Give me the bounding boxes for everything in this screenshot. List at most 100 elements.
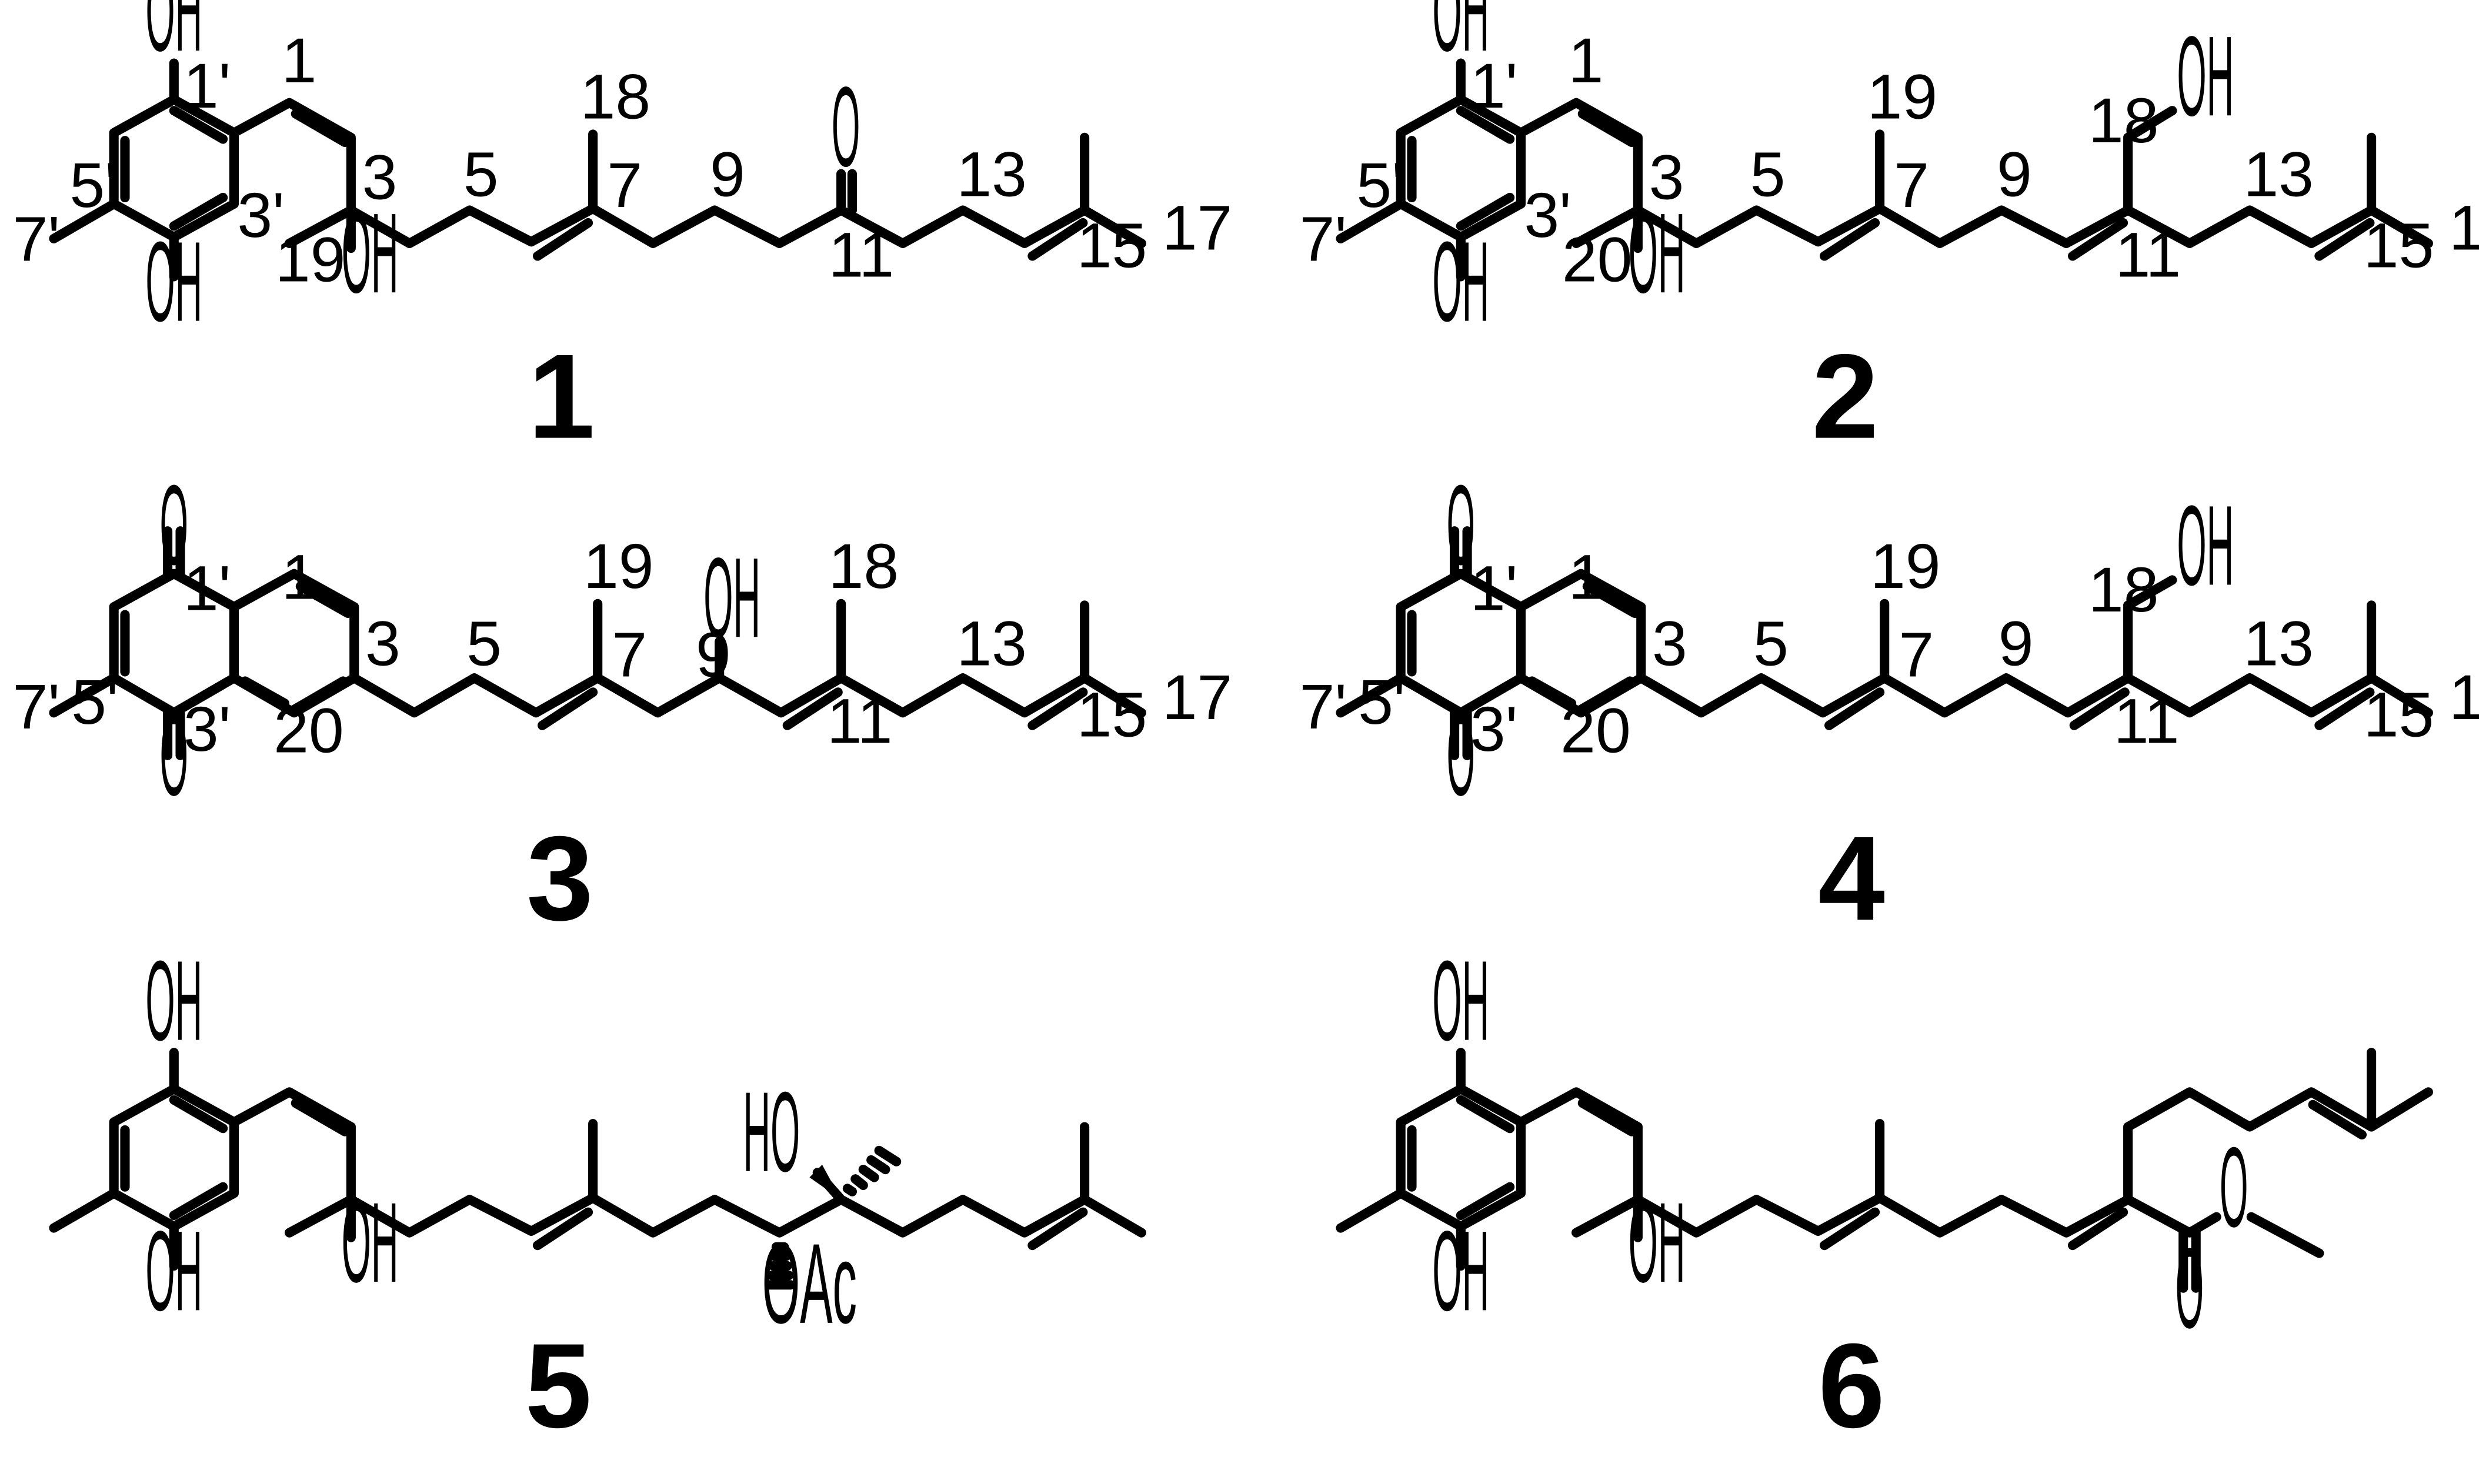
position-label: 5': [71, 667, 118, 737]
atom-label-oh-bottom: OH: [1432, 1208, 1489, 1335]
position-label: 5: [1750, 139, 1786, 209]
position-label: 19: [1870, 531, 1941, 601]
position-label: 5: [466, 609, 502, 679]
position-label: 20: [273, 695, 344, 766]
position-label: 5': [1356, 150, 1403, 220]
position-label: 5': [69, 150, 116, 220]
position-label: 5: [463, 139, 499, 209]
position-label: 17: [1162, 193, 1233, 263]
compound-number: 2: [1812, 330, 1879, 464]
atom-label-o-bottom: O: [160, 693, 188, 820]
position-label: 11: [829, 219, 895, 290]
atom-label-oh-top: OH: [145, 938, 202, 1065]
position-label: 7': [13, 204, 60, 275]
position-label: 3: [1652, 609, 1687, 679]
position-label: 1: [282, 542, 317, 613]
atom-label-oh-c3: OH: [1629, 1179, 1686, 1306]
atom-label-o-bottom: O: [1447, 693, 1475, 820]
compound-3: O O OH 1' 1 5' 7' 3' 20 3 5 19 7 9 18 11…: [13, 462, 1233, 946]
position-label: 3: [365, 609, 401, 679]
position-label: 19: [583, 531, 654, 601]
position-label: 18: [2088, 85, 2159, 156]
position-label: 7': [1300, 671, 1347, 742]
position-label: 7: [607, 150, 642, 220]
atom-label-oh-c9: OH: [703, 534, 760, 661]
position-label: 3: [1649, 142, 1684, 213]
position-label: 7: [612, 619, 647, 690]
position-label: 3: [362, 142, 398, 213]
position-label: 11: [2116, 219, 2181, 290]
atom-label-ho: HO: [743, 1069, 800, 1196]
position-label: 3': [1470, 694, 1517, 764]
atom-label-o-carbonyl: O: [2176, 1225, 2204, 1352]
position-label: 3': [237, 180, 284, 250]
position-label: 7': [1300, 204, 1347, 275]
atom-label-o-top: O: [160, 462, 188, 589]
position-label: 7: [1899, 619, 1934, 690]
position-label: 11: [2114, 686, 2180, 756]
atom-label-oh-c18: OH: [2177, 483, 2234, 610]
compound-1: OH OH OH O 1' 1 3' 5' 7' 3 19 5 18 7 9 1…: [13, 0, 1233, 464]
compound-2: OH OH OH OH 1' 1 3' 5' 7' 3 20 5 19 7 9 …: [1300, 0, 2479, 464]
position-label: 17: [1162, 662, 1233, 733]
position-label: 20: [1562, 224, 1633, 295]
compound-6: OH OH OH O O 6: [1336, 938, 2433, 1453]
position-label: 9: [1998, 609, 2034, 679]
atom-label-oh-bottom: OH: [1432, 219, 1489, 346]
compound-number: 1: [528, 330, 595, 464]
position-label: 19: [1867, 62, 1938, 132]
position-label: 5': [1358, 667, 1405, 737]
atom-label-oh-top: OH: [1432, 938, 1489, 1065]
position-label: 9: [710, 139, 745, 209]
atom-label-o-ester: O: [2220, 1124, 2248, 1251]
compound-number: 4: [1818, 811, 1885, 945]
position-label: 15: [2364, 680, 2434, 750]
atom-label-oh-c18: OH: [2177, 13, 2234, 140]
atom-label-oh-top: OH: [1432, 0, 1489, 75]
atom-label-oac: OAc: [762, 1221, 857, 1348]
atom-label-oh-bottom: OH: [145, 219, 202, 346]
position-label: 18: [2088, 554, 2159, 625]
position-label: 11: [827, 686, 893, 756]
compound-number: 3: [526, 811, 593, 945]
position-label: 1: [1569, 25, 1604, 96]
atom-label-o-top: O: [1447, 462, 1475, 589]
compound-5: OH OH OH HO OAc 5: [49, 938, 1146, 1453]
position-label: 1': [183, 553, 231, 624]
atom-label-oh-top: OH: [145, 0, 202, 75]
position-label: 20: [1560, 695, 1631, 766]
atom-label-o-c11: O: [832, 63, 860, 190]
position-label: 17: [2449, 662, 2479, 733]
position-label: 13: [956, 609, 1027, 679]
atom-label-oh-c3: OH: [1629, 190, 1686, 317]
position-label: 7': [13, 671, 60, 742]
position-label: 13: [2243, 609, 2314, 679]
compound-number: 6: [1818, 1319, 1885, 1453]
wedge-bond: [809, 1165, 842, 1200]
position-label: 15: [1077, 680, 1147, 750]
position-label: 19: [275, 224, 346, 295]
position-label: 15: [2364, 210, 2434, 280]
position-label: 1: [1569, 542, 1604, 613]
position-label: 1': [183, 51, 231, 121]
atom-label-oh-c3: OH: [342, 190, 399, 317]
position-label: 1': [1470, 553, 1517, 624]
compound-number: 5: [525, 1319, 592, 1453]
position-label: 9: [1997, 139, 2032, 209]
position-label: 18: [829, 531, 899, 601]
compound-4: O O OH 1' 1 5' 7' 3' 20 3 5 19 7 9 18 11…: [1300, 462, 2479, 946]
atom-label-oh-bottom: OH: [145, 1208, 202, 1335]
position-label: 15: [1077, 210, 1147, 280]
position-label: 3': [1524, 180, 1571, 250]
position-label: 5: [1753, 609, 1789, 679]
position-label: 1: [282, 25, 317, 96]
position-label: 17: [2449, 193, 2479, 263]
position-label: 9: [696, 619, 731, 690]
position-label: 7: [1894, 150, 1929, 220]
position-label: 1': [1470, 51, 1517, 121]
position-label: 13: [2243, 139, 2314, 209]
atom-label-oh-c3: OH: [342, 1179, 399, 1306]
position-label: 3': [183, 694, 231, 764]
